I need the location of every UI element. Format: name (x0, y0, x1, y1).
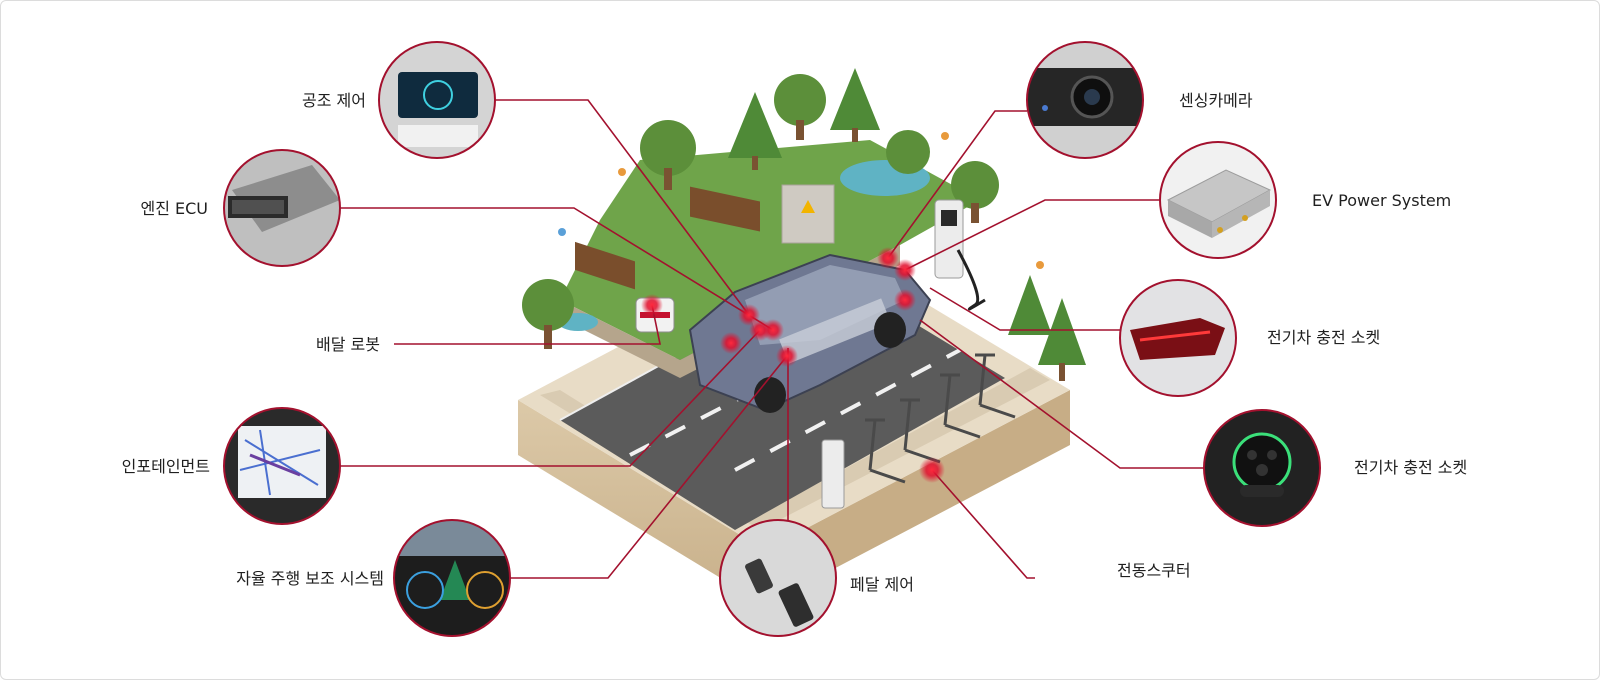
label-scooter: 전동스쿠터 (1117, 561, 1191, 580)
label-socket-a: 전기차 충전 소켓 (1267, 328, 1380, 347)
hotspots (641, 247, 945, 483)
callout-camera (1026, 41, 1144, 159)
label-delivery-robot: 배달 로봇 (316, 335, 380, 354)
butterfly (618, 168, 626, 176)
butterfly (1036, 261, 1044, 269)
leader-line-socket-b (919, 319, 1204, 469)
scooter-charger (821, 439, 845, 509)
callout-hvac (378, 41, 496, 159)
hotspot (894, 259, 916, 281)
label-engine-ecu: 엔진 ECU (140, 199, 208, 218)
callout-ev-power (1159, 141, 1277, 259)
leader-line-engine-ecu (340, 207, 774, 331)
trees (522, 68, 1086, 381)
hotspot (641, 294, 663, 316)
warning-sign (801, 200, 815, 213)
callout-pedal (719, 519, 837, 637)
label-adas: 자율 주행 보조 시스템 (236, 569, 384, 588)
scooters (865, 353, 1016, 484)
leader-line-scooter (931, 469, 1035, 579)
hotspot (877, 247, 899, 269)
charger-cable (956, 249, 986, 311)
road-lane-line-2 (734, 348, 961, 472)
label-infotainment: 인포테인먼트 (122, 457, 210, 476)
callout-socket-b (1203, 409, 1321, 527)
butterfly (941, 132, 949, 140)
planter (690, 186, 760, 232)
ev-charger-screen (941, 210, 957, 226)
label-hvac: 공조 제어 (302, 91, 366, 110)
leader-line-infotainment (340, 329, 761, 467)
base-side-left (518, 400, 765, 605)
leader-line-delivery-robot (394, 304, 661, 345)
callout-socket-a (1119, 279, 1237, 397)
planter (575, 241, 635, 290)
leader-lines (340, 99, 1204, 579)
label-ev-power: EV Power System (1312, 191, 1451, 210)
leader-line-socket-a (929, 287, 1120, 331)
leader-line-adas (510, 355, 788, 579)
leader-line-camera (887, 110, 1027, 259)
butterfly (558, 228, 566, 236)
hotspot (720, 332, 742, 354)
hotspot (776, 345, 798, 367)
callout-adas (393, 519, 511, 637)
callout-engine-ecu (223, 149, 341, 267)
callout-infotainment (223, 407, 341, 525)
base-side-right (765, 390, 1070, 605)
leader-line-ev-power (904, 199, 1160, 271)
hotspot (749, 319, 771, 341)
utility-cabinet (781, 184, 835, 244)
hotspot (894, 289, 916, 311)
leader-line-hvac (495, 99, 750, 316)
car (688, 253, 932, 413)
label-camera: 센싱카메라 (1179, 91, 1253, 110)
labels: 공조 제어 엔진 ECU 배달 로봇 인포테인먼트 자율 주행 보조 시스템 페… (122, 91, 1468, 594)
label-socket-b: 전기차 충전 소켓 (1354, 458, 1467, 477)
label-pedal: 페달 제어 (850, 575, 914, 594)
hotspot (919, 457, 945, 483)
